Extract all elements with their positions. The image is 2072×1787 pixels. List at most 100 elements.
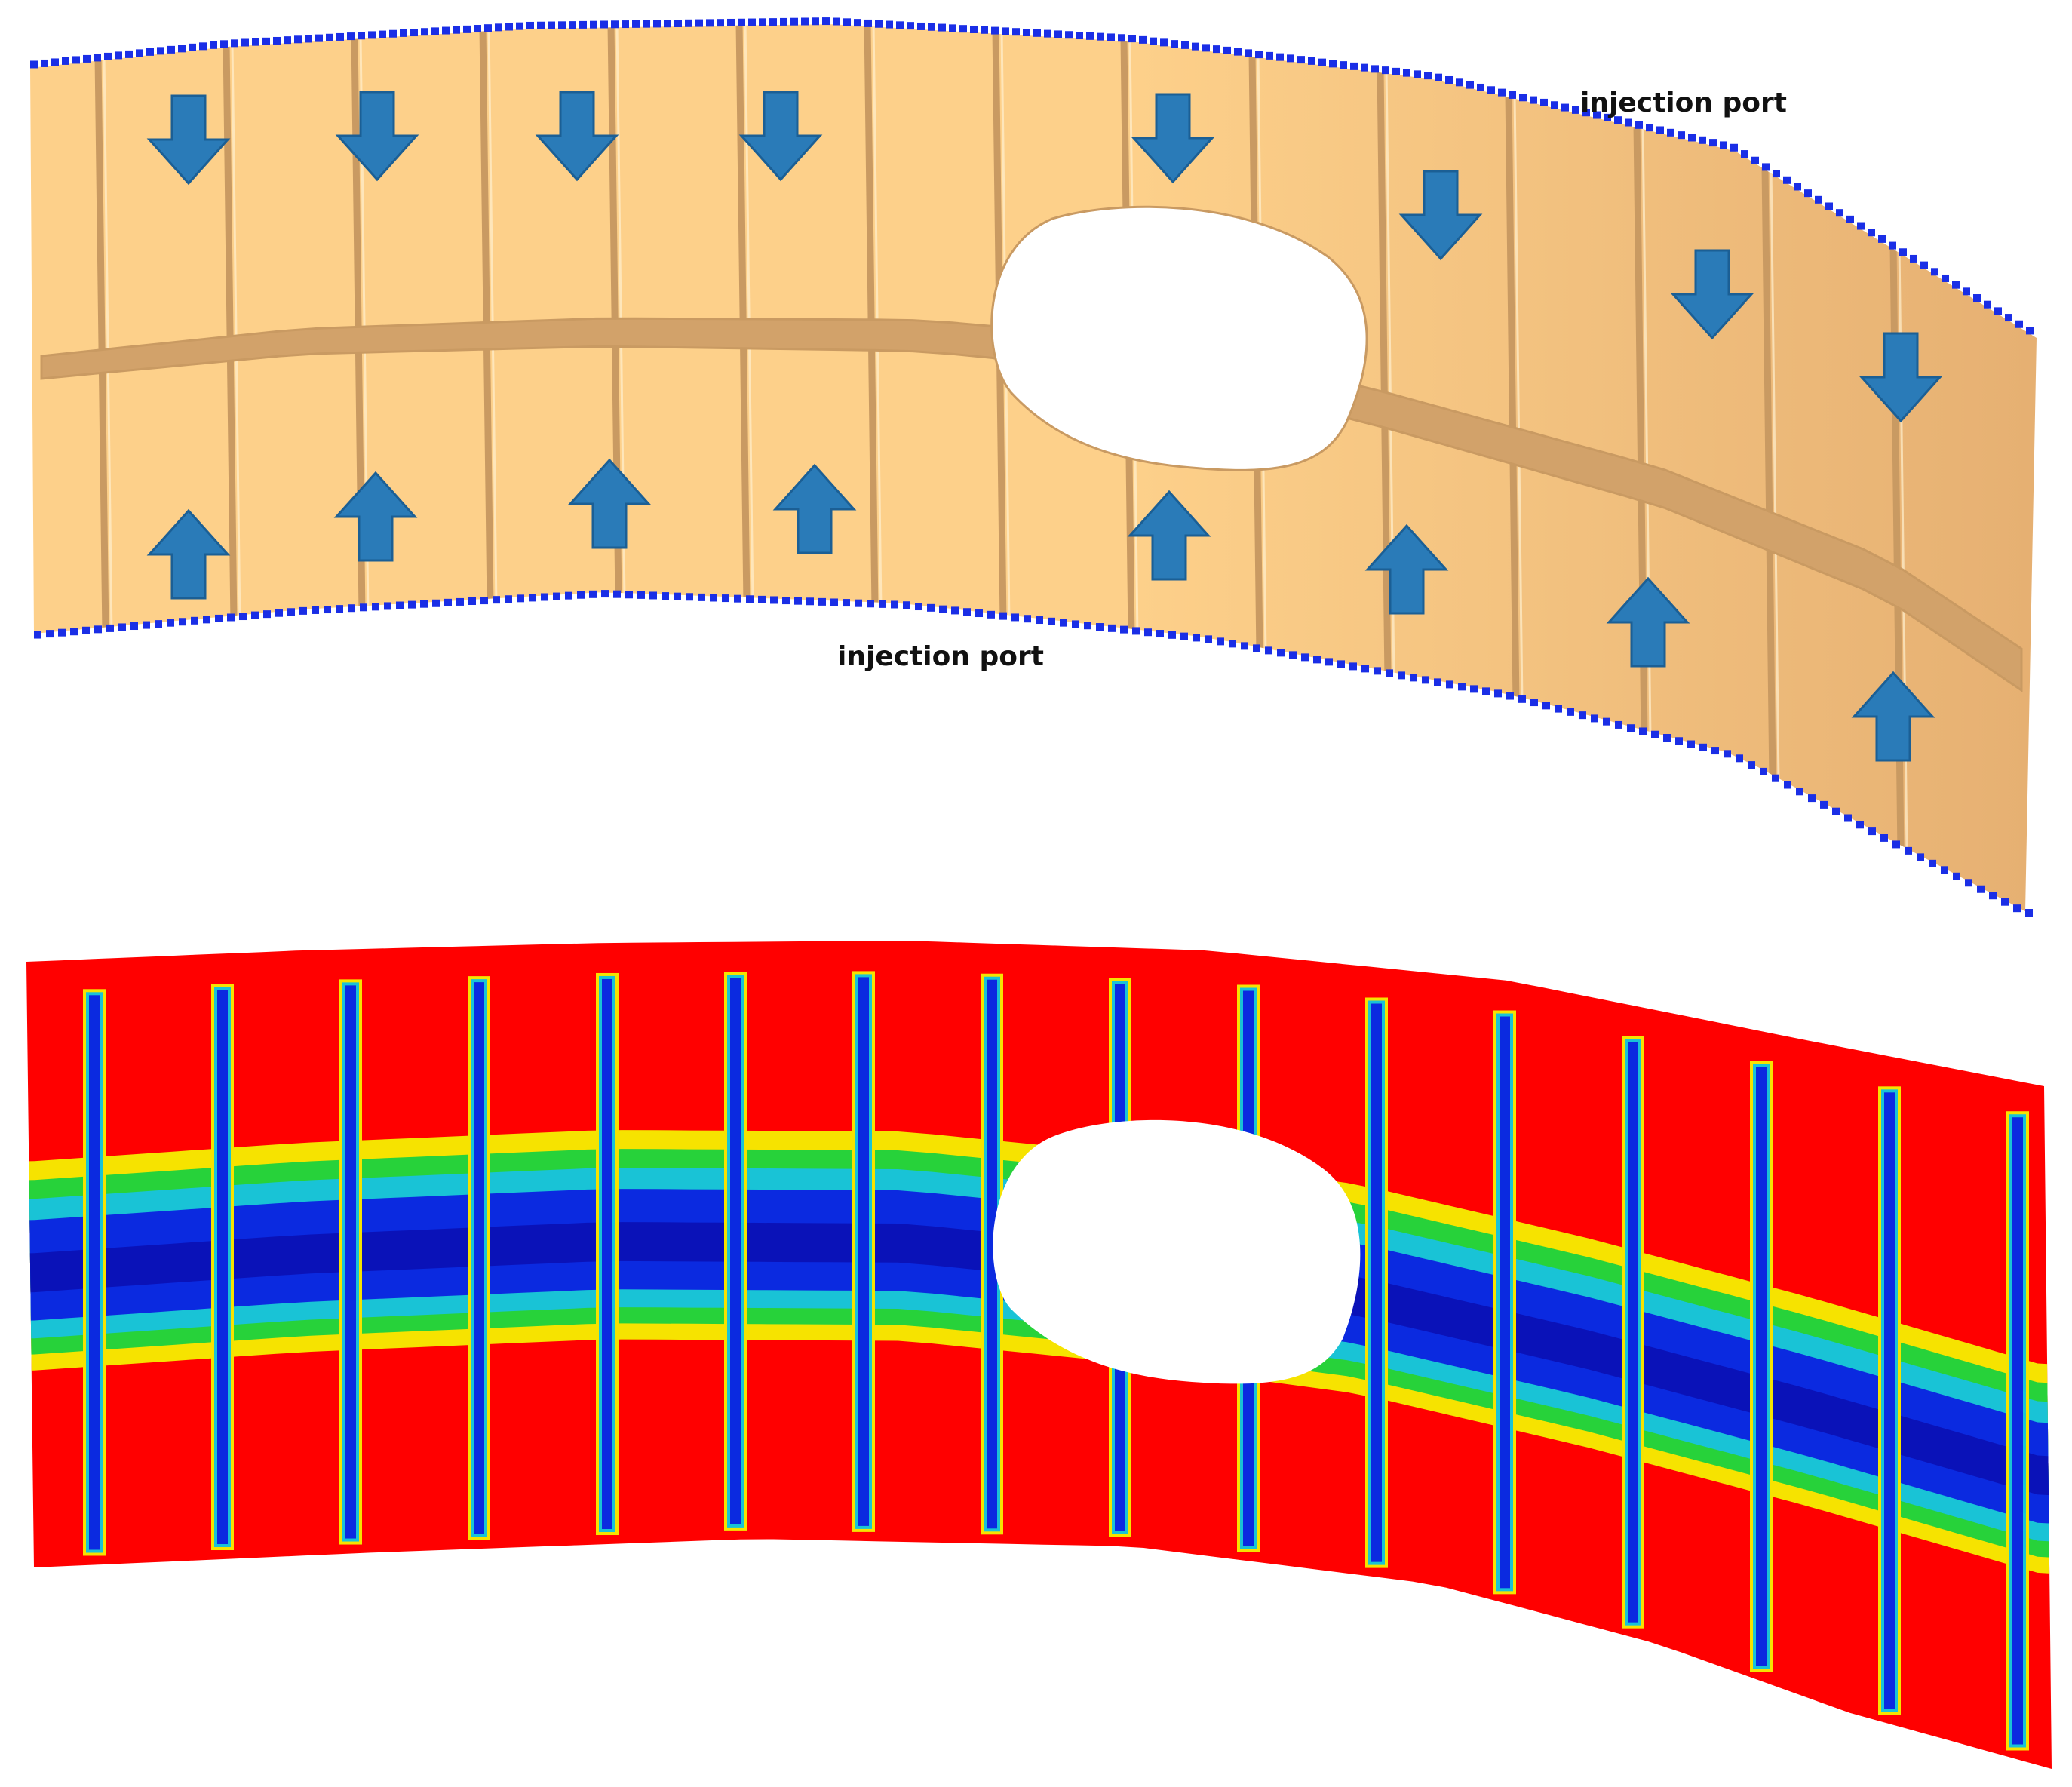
bottom-port-mark	[143, 621, 150, 629]
top-port-mark	[1023, 29, 1030, 37]
bottom-port-mark	[1374, 667, 1381, 675]
top-port-mark	[1065, 31, 1073, 39]
bottom-port-mark	[1941, 866, 1948, 874]
bottom-port-mark	[1253, 644, 1260, 652]
bottom-port-mark	[2001, 898, 2009, 906]
bottom-port-mark	[1989, 892, 1997, 900]
bottom-port-mark	[987, 610, 995, 619]
bottom-port-mark	[1180, 632, 1188, 640]
bottom-port-mark	[1591, 714, 1598, 723]
top-port-mark	[1540, 98, 1548, 106]
top-port-mark	[801, 17, 809, 26]
bottom-port-mark	[903, 601, 910, 609]
top-port-mark	[220, 40, 228, 48]
rib-highlight	[103, 57, 113, 635]
bottom-port-mark	[468, 597, 476, 606]
rib-channel-core	[858, 977, 869, 1526]
top-port-mark	[717, 19, 724, 27]
top-port-mark	[1477, 83, 1484, 91]
up-arrow-icon	[333, 471, 418, 562]
top-port-mark	[1213, 45, 1220, 54]
rib-channel-core	[89, 995, 100, 1550]
bottom-port-mark	[1856, 821, 1864, 829]
bottom-port-mark	[758, 595, 766, 603]
bottom-port-mark	[1711, 747, 1719, 755]
bottom-port-mark	[1325, 658, 1333, 666]
top-port-mark	[1002, 27, 1009, 35]
down-arrow-icon	[1131, 93, 1215, 184]
bottom-port-mark	[1301, 653, 1309, 662]
top-port-mark	[125, 50, 133, 58]
rib-highlight	[1770, 165, 1780, 783]
up-arrow-icon	[146, 508, 231, 600]
top-port-mark	[907, 22, 914, 30]
bottom-port-mark	[1168, 631, 1176, 639]
top-port-mark	[115, 51, 122, 60]
top-port-mark	[896, 21, 904, 29]
bottom-port-mark	[275, 609, 283, 617]
bottom-port-mark	[505, 595, 512, 603]
top-port-mark	[1033, 29, 1041, 37]
bottom-port-mark	[263, 610, 271, 619]
top-port-mark	[189, 43, 196, 51]
top-port-mark	[1646, 124, 1653, 132]
top-port-mark	[1424, 72, 1432, 80]
top-port-mark	[62, 57, 69, 65]
flow-front-band	[26, 1189, 2052, 1525]
top-port-mark	[1910, 254, 1917, 263]
top-port-mark	[949, 24, 956, 32]
bottom-port-mark	[710, 594, 717, 602]
top-port-mark	[1255, 51, 1263, 59]
bottom-port-mark	[215, 614, 223, 622]
top-port-mark	[199, 42, 207, 51]
bottom-port-mark	[2025, 909, 2033, 917]
top-port-mark	[104, 52, 112, 60]
top-port-mark	[505, 23, 513, 31]
bottom-port-mark	[1953, 872, 1960, 880]
top-port-mark	[474, 25, 481, 33]
top-port-mark	[1667, 128, 1674, 137]
bottom-port-mark	[1265, 646, 1272, 655]
bottom-port-mark	[1687, 740, 1695, 748]
bottom-port-mark	[480, 597, 488, 605]
top-port-mark	[1234, 48, 1242, 56]
bottom-port-mark	[1241, 642, 1248, 650]
top-injection-port-marks	[30, 17, 2034, 335]
bottom-port-mark	[324, 606, 331, 614]
top-port-mark	[1509, 91, 1516, 99]
top-port-mark	[1635, 121, 1643, 129]
bottom-port-mark	[251, 611, 259, 619]
rib	[735, 24, 751, 606]
top-port-mark	[1836, 209, 1843, 217]
top-port-mark	[1192, 42, 1199, 51]
rib	[1377, 69, 1392, 680]
top-port-mark	[1678, 131, 1685, 140]
top-port-mark	[1076, 32, 1083, 40]
bottom-port-mark	[1518, 695, 1526, 703]
bottom-port-mark	[46, 630, 54, 638]
bottom-port-mark	[2013, 904, 2021, 913]
bottom-port-mark	[372, 603, 379, 611]
bottom-port-mark	[1446, 680, 1453, 689]
top-port-mark	[632, 20, 640, 28]
top-port-mark	[463, 25, 471, 33]
down-arrow-icon	[1398, 170, 1483, 261]
up-arrow-icon	[567, 458, 652, 549]
top-port-mark	[1276, 53, 1284, 61]
top-port-mark	[1604, 113, 1611, 121]
top-port-mark	[569, 21, 576, 29]
top-port-mark	[1519, 94, 1527, 102]
top-port-mark	[1625, 118, 1632, 127]
bottom-port-mark	[927, 603, 935, 612]
bottom-port-mark	[1892, 840, 1900, 849]
bottom-port-mark	[601, 590, 609, 598]
bottom-port-mark	[167, 619, 174, 627]
top-port-mark	[1128, 35, 1136, 43]
top-port-mark	[1466, 81, 1474, 89]
rib-highlight	[231, 42, 241, 624]
bottom-port-mark	[1144, 628, 1152, 637]
bottom-port-mark	[1398, 671, 1405, 680]
top-port-mark	[1942, 274, 1949, 282]
bottom-port-mark	[891, 600, 898, 609]
top-port-mark	[1414, 70, 1421, 78]
